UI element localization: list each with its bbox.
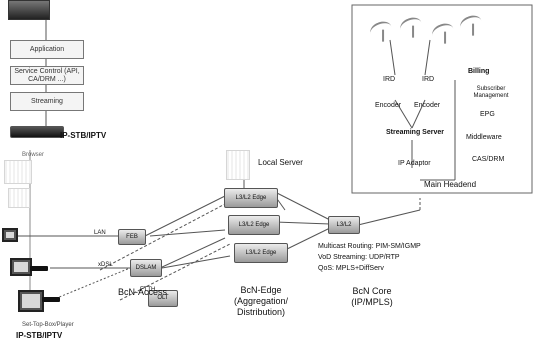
olt-device: OLT <box>148 290 178 307</box>
protocol-qos: QoS: MPLS+DiffServ <box>318 265 384 272</box>
l3l2-edge-router-bottom: L3/L2 Edge <box>234 243 288 263</box>
link-label-ftth: FTTH <box>140 287 155 293</box>
local-server-label: Local Server <box>258 158 303 167</box>
cas-drm-label: CAS/DRM <box>472 156 505 163</box>
tv-icon <box>10 258 32 276</box>
l3l2-edge-router-mid: L3/L2 Edge <box>228 215 280 235</box>
pc-icon <box>4 160 32 184</box>
main-headend-label: Main Headend <box>424 180 477 189</box>
region-label-access: BcN-Access <box>118 287 168 297</box>
middleware-label: Middleware <box>466 134 502 141</box>
l3l2-core-router: L3/L2 <box>328 216 360 234</box>
epg-label: EPG <box>480 111 495 118</box>
dslam-device: DSLAM <box>130 259 162 277</box>
stack-application: Application <box>10 40 84 59</box>
subscriber-management-label: Subscriber Management <box>473 86 509 99</box>
region-label-edge: BcN-Edge (Aggregation/ Distribution) <box>233 285 289 317</box>
browser-label: Browser <box>22 152 45 158</box>
set-top-box-icon <box>30 266 48 271</box>
streaming-server-label: Streaming Server <box>386 129 444 136</box>
protocol-multicast: Multicast Routing: PIM-SM/IGMP <box>318 243 421 250</box>
ird-right-label: IRD <box>422 76 435 83</box>
stb-player-label: Set-Top-Box/Player <box>22 322 74 328</box>
encoder-right-label: Encoder <box>414 102 441 109</box>
link-label-xdsl: xDSL <box>98 262 113 268</box>
local-server-icon <box>226 150 250 180</box>
stb-top-label: IP-STB/IPTV <box>60 131 107 140</box>
phone-icon <box>8 188 30 208</box>
ird-left-label: IRD <box>383 76 396 83</box>
content-source-image <box>8 0 50 20</box>
billing-label: Billing <box>468 68 490 75</box>
region-label-core: BcN Core (IP/MPLS) <box>351 286 393 307</box>
ip-adaptor-label: IP Adaptor <box>398 160 431 167</box>
link-label-lan: LAN <box>94 230 106 236</box>
tv-icon <box>18 290 44 312</box>
l3l2-edge-router-top: L3/L2 Edge <box>224 188 278 208</box>
encoder-left-label: Encoder <box>375 102 402 109</box>
feb-device: FEB <box>118 229 146 245</box>
stack-service-control: Service Control (API, CA/DRM ...) <box>10 66 84 85</box>
set-top-box-icon <box>42 297 60 302</box>
stb-device-icon <box>10 126 64 138</box>
stack-streaming: Streaming <box>10 92 84 111</box>
stb-bottom-label: IP-STB/IPTV <box>16 331 63 340</box>
protocol-vod: VoD Streaming: UDP/RTP <box>318 254 400 261</box>
tv-icon <box>2 228 18 242</box>
